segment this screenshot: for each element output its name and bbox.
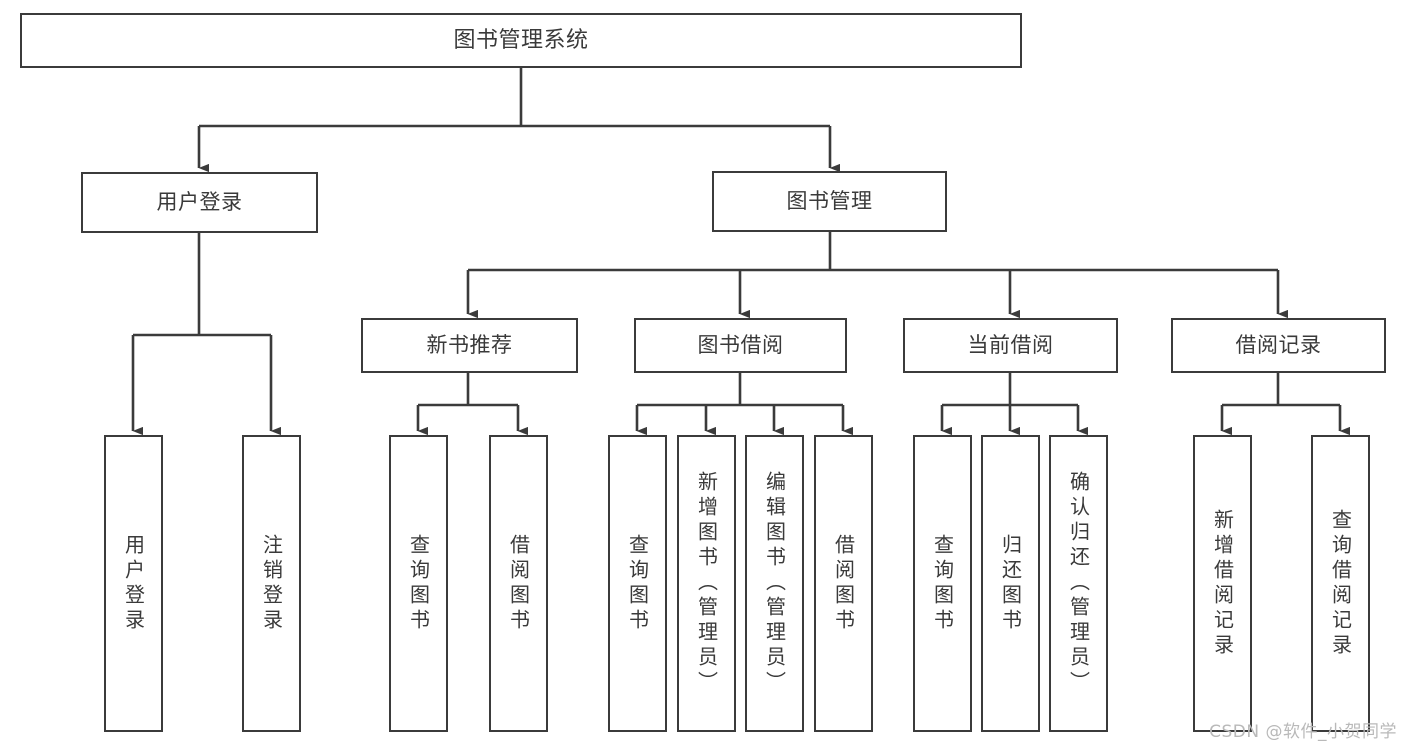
leaf-borrow-record-query-record[interactable]: 查询借阅记录: [1311, 435, 1370, 732]
node-label: 查询图书: [930, 533, 955, 634]
node-label: 借阅图书: [831, 533, 856, 634]
node-label: 图书借阅: [697, 333, 784, 358]
node-label: 用户登录: [156, 190, 243, 215]
leaf-new-book-borrow-book[interactable]: 借阅图书: [489, 435, 548, 732]
node-label: 注销登录: [259, 533, 284, 634]
node-current-borrow[interactable]: 当前借阅: [903, 318, 1118, 373]
leaf-book-borrow-edit-book-admin[interactable]: 编辑图书（管理员）: [745, 435, 804, 732]
node-label: 查询借阅记录: [1328, 508, 1353, 659]
leaf-current-borrow-confirm-return-admin[interactable]: 确认归还（管理员）: [1049, 435, 1108, 732]
node-label: 确认归还（管理员）: [1066, 471, 1091, 696]
leaf-borrow-record-add-record[interactable]: 新增借阅记录: [1193, 435, 1252, 732]
node-label: 编辑图书（管理员）: [762, 471, 787, 696]
leaf-book-borrow-borrow-book[interactable]: 借阅图书: [814, 435, 873, 732]
node-label: 归还图书: [998, 533, 1023, 634]
node-label: 查询图书: [625, 533, 650, 634]
node-new-book-recommend[interactable]: 新书推荐: [361, 318, 578, 373]
node-label: 借阅图书: [506, 533, 531, 634]
node-user-login[interactable]: 用户登录: [81, 172, 318, 233]
node-label: 当前借阅: [967, 333, 1054, 358]
leaf-user-login-logout[interactable]: 注销登录: [242, 435, 301, 732]
leaf-current-borrow-return-book[interactable]: 归还图书: [981, 435, 1040, 732]
node-book-management[interactable]: 图书管理: [712, 171, 947, 232]
node-label: 新增借阅记录: [1210, 508, 1235, 659]
csdn-watermark: CSDN @软件_小贺同学: [1209, 722, 1397, 742]
leaf-user-login-login[interactable]: 用户登录: [104, 435, 163, 732]
node-borrow-record[interactable]: 借阅记录: [1171, 318, 1386, 373]
leaf-book-borrow-query-book[interactable]: 查询图书: [608, 435, 667, 732]
node-label: 图书管理系统: [453, 27, 589, 53]
node-label: 新书推荐: [426, 333, 513, 358]
node-label: 图书管理: [786, 189, 873, 214]
leaf-new-book-query-book[interactable]: 查询图书: [389, 435, 448, 732]
node-label: 查询图书: [406, 533, 431, 634]
leaf-current-borrow-query-book[interactable]: 查询图书: [913, 435, 972, 732]
node-label: 借阅记录: [1235, 333, 1322, 358]
node-label: 新增图书（管理员）: [694, 471, 719, 696]
node-root-book-management-system[interactable]: 图书管理系统: [20, 13, 1022, 68]
node-label: 用户登录: [121, 533, 146, 634]
node-book-borrow[interactable]: 图书借阅: [634, 318, 847, 373]
leaf-book-borrow-add-book-admin[interactable]: 新增图书（管理员）: [677, 435, 736, 732]
